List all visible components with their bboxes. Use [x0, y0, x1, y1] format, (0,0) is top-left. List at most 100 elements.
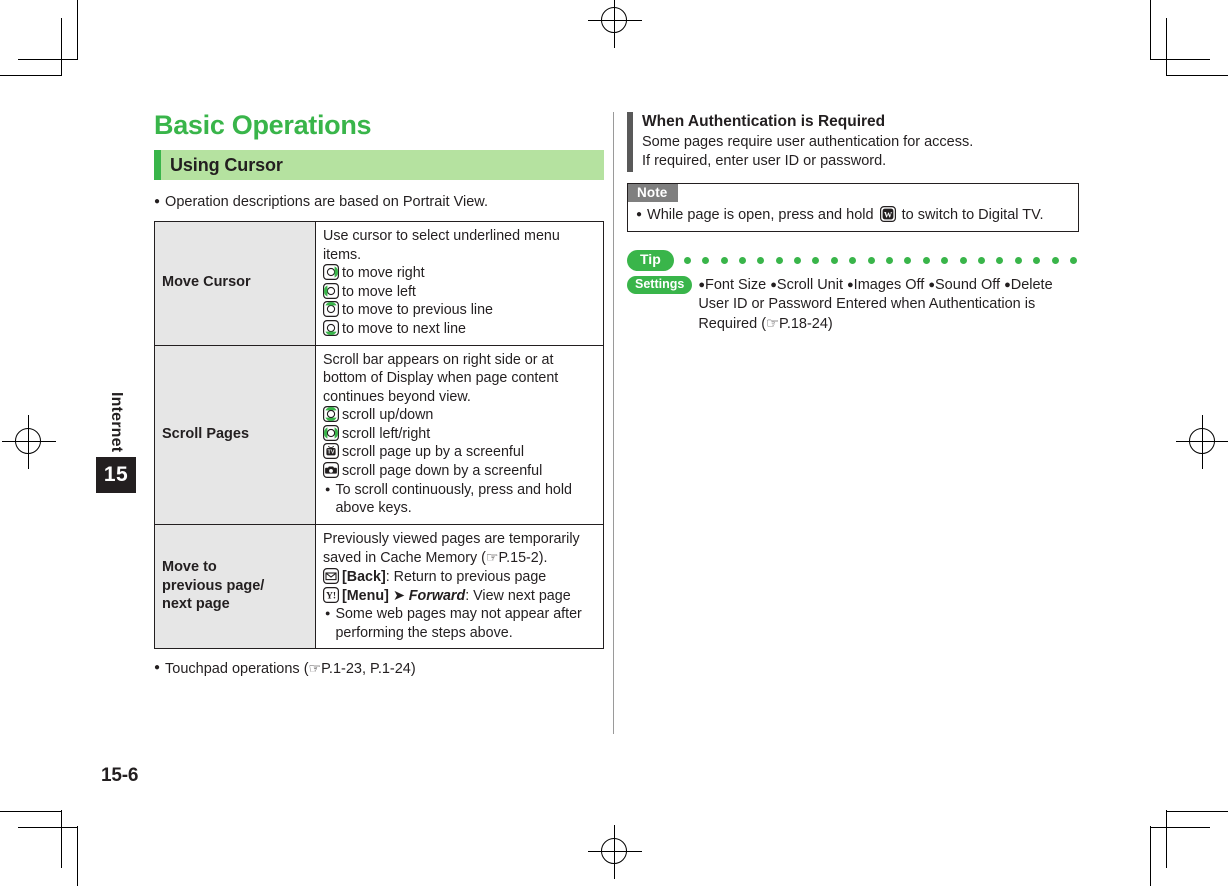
bullet-dot-icon: ●: [636, 208, 643, 220]
crop-mark-top-right-v: [1150, 0, 1151, 60]
tip-dot-rule: [683, 257, 1077, 265]
crop-mark-top-right-v2: [1166, 18, 1167, 76]
svg-text:TV: TV: [328, 450, 335, 456]
left-column: Basic Operations Using Cursor ● Operatio…: [154, 112, 604, 688]
footer-bullet-text: Touchpad operations (☞P.1-23, P.1-24): [165, 660, 416, 678]
line-text: Use cursor to select underlined menu ite…: [323, 228, 560, 263]
tip-dot-icon: [1033, 257, 1041, 265]
page-number: 15-6: [101, 765, 139, 786]
crop-mark-bottom-left-v: [77, 826, 78, 886]
table-row-key: Scroll Pages: [154, 344, 316, 525]
column-divider: [613, 112, 614, 734]
line-text: to move left: [342, 283, 416, 300]
line-key: scroll up/down: [323, 406, 596, 425]
camera-key-icon: [323, 462, 339, 479]
tip-dot-icon: [720, 257, 728, 265]
line-text: to move to next line: [342, 321, 466, 338]
tip-dot-icon: [702, 257, 710, 265]
tip-dot-icon: [849, 257, 857, 265]
mail-key-icon: [323, 567, 339, 584]
tip-dot-icon: [830, 257, 838, 265]
crop-mark-bottom-right-v: [1150, 826, 1151, 886]
line-plain: Previously viewed pages are temporarily …: [323, 530, 580, 567]
dpad-updown-key-icon: [323, 406, 339, 423]
line-text: Some web pages may not appear after perf…: [335, 606, 582, 641]
crop-mark-top-left-h: [0, 75, 62, 76]
tip-dot-icon: [794, 257, 802, 265]
authentication-headline: When Authentication is Required Some pag…: [627, 112, 1079, 172]
tip-dot-icon: [886, 257, 894, 265]
tip-dot-icon: [1014, 257, 1022, 265]
tip-dot-icon: [904, 257, 912, 265]
tip-dot-icon: [757, 257, 765, 265]
headline-line: Some pages require user authentication f…: [642, 134, 974, 151]
chapter-tab: Internet 15: [96, 392, 136, 494]
page-title: Basic Operations: [154, 110, 372, 140]
note-text-after: to switch to Digital TV.: [901, 206, 1044, 223]
bullet-dot-icon: ●: [154, 196, 161, 207]
registration-target-left: [2, 415, 56, 469]
tip-header: Tip: [627, 250, 1079, 271]
yahoo-key-icon: Y!: [323, 586, 339, 603]
bullet-dot-icon: ●: [154, 662, 161, 674]
crop-mark-top-left-v: [77, 0, 78, 60]
section-header: Using Cursor: [154, 150, 604, 180]
dpad-leftright-key-icon: [323, 424, 339, 441]
bullet-dot-icon: ●: [325, 483, 331, 494]
tip-settings-text: ●Font Size ●Scroll Unit ●Images Off ●Sou…: [698, 276, 1079, 335]
registration-target-top: [588, 0, 642, 48]
table-row-key: Move Cursor: [154, 221, 316, 346]
tip-dot-icon: [738, 257, 746, 265]
registration-target-right: [1176, 415, 1228, 469]
crop-mark-bottom-right-h: [1166, 811, 1228, 812]
line-plain: Scroll bar appears on right side or at b…: [323, 351, 596, 407]
line-text: To scroll continuously, press and hold a…: [335, 481, 572, 517]
line-text: scroll left/right: [342, 425, 431, 442]
operations-table: Move Cursor Use cursor to select underli…: [154, 221, 604, 650]
svg-text:W: W: [883, 210, 892, 219]
table-row-value: Scroll bar appears on right side or at b…: [315, 344, 604, 525]
tip-dot-icon: [1051, 257, 1059, 265]
line-sub-bullet: ● Some web pages may not appear after pe…: [323, 605, 596, 642]
tip-item-label: Font Size: [704, 276, 771, 293]
tip-item-bullet-icon: ●: [698, 278, 705, 291]
tip-pill-label: Tip: [627, 250, 674, 271]
line-text: to move right: [342, 265, 425, 282]
dpad-down-key-icon: [323, 320, 339, 337]
line-sub-bullet: ● To scroll continuously, press and hold…: [323, 481, 596, 518]
tip-settings-row: Settings ●Font Size ●Scroll Unit ●Images…: [627, 275, 1079, 335]
line-key: TV scroll page up by a screenful: [323, 443, 596, 462]
line-key: scroll left/right: [323, 424, 596, 444]
crop-mark-top-right-h2: [1150, 59, 1210, 60]
section-accent-bar: [154, 150, 161, 180]
footer-bullet: ● Touchpad operations (☞P.1-23, P.1-24): [154, 659, 604, 679]
bullet-dot-icon: ●: [325, 608, 331, 619]
reference-hand-icon: ☞: [308, 660, 322, 677]
tip-dot-icon: [867, 257, 875, 265]
line-key: to move left: [323, 282, 596, 302]
registration-target-bottom: [588, 825, 642, 879]
chapter-tab-number: 15: [96, 457, 136, 494]
dpad-up-key-icon: [323, 301, 339, 318]
line-text: scroll up/down: [342, 407, 434, 424]
line-text: scroll page up by a screenful: [342, 444, 524, 461]
tip-dot-icon: [959, 257, 967, 265]
tip-item-bullet-icon: ●: [928, 278, 936, 291]
dpad-left-key-icon: [323, 282, 339, 299]
svg-text:Y!: Y!: [326, 590, 336, 601]
crop-mark-top-left-v2: [61, 18, 62, 76]
note-body: ● While page is open, press and hold W t…: [628, 202, 1078, 232]
tip-dot-icon: [1069, 257, 1077, 265]
table-row: Scroll Pages Scroll bar appears on right…: [154, 344, 604, 525]
crop-mark-bottom-left-h: [0, 811, 62, 812]
tip-reference-text: (☞P.18-24): [761, 316, 833, 333]
line-key: [Back]: Return to previous page: [323, 567, 596, 587]
intro-bullet: ● Operation descriptions are based on Po…: [154, 193, 604, 212]
line-text: scroll page down by a screenful: [342, 463, 543, 480]
crop-mark-bottom-left-v2: [61, 810, 62, 868]
line-text: Scroll bar appears on right side or at b…: [323, 351, 559, 405]
chapter-tab-label: Internet: [108, 392, 125, 453]
crop-mark-top-right-h: [1166, 75, 1228, 76]
